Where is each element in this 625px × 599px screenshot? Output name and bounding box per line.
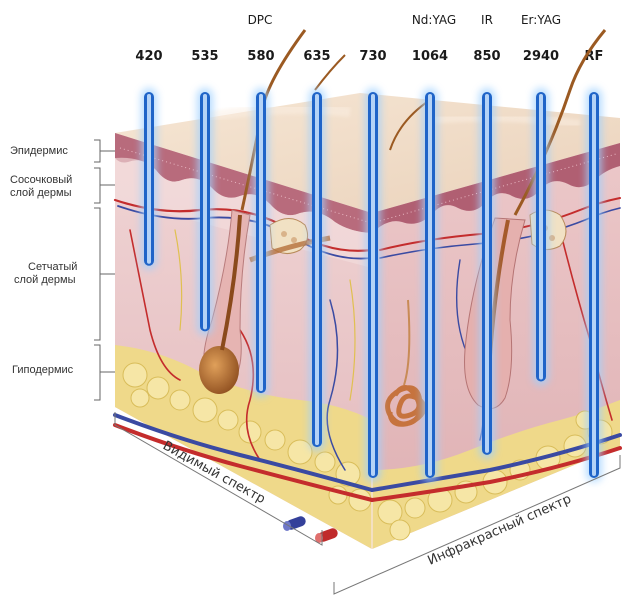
layer-labels: Эпидермис Сосочковый слой дермы Сетчатый… [10, 140, 115, 400]
laser-beam-850 [479, 88, 495, 459]
laser-beam-730 [365, 88, 381, 482]
header: DPC Nd:YAG IR Er:YAG 420 535 580 635 730… [135, 13, 603, 64]
label-epidermis: Эпидермис [10, 145, 68, 157]
label-hypodermis: Гиподермис [12, 364, 74, 376]
laser-beam-rf [586, 88, 602, 482]
label-dpc: DPC [248, 13, 273, 27]
laser-beam-420 [141, 88, 157, 270]
label-ir: IR [481, 13, 493, 27]
wavelength-850: 850 [473, 49, 500, 64]
label-ndyag: Nd:YAG [412, 13, 456, 27]
laser-beam-1064 [422, 88, 438, 482]
wavelength-420: 420 [135, 49, 162, 64]
label-reticular-2: слой дермы [14, 274, 76, 286]
layer-brackets [94, 140, 115, 400]
label-reticular-1: Сетчатый [28, 261, 77, 273]
laser-beam-535 [197, 88, 213, 335]
wavelength-635: 635 [303, 49, 330, 64]
laser-beam-635 [309, 88, 325, 451]
label-eryag: Er:YAG [521, 13, 561, 27]
laser-beam-2940 [533, 88, 549, 386]
laser-beam-580 [253, 88, 269, 397]
wavelength-580: 580 [247, 49, 274, 64]
wavelength-2940: 2940 [523, 49, 559, 64]
wavelength-1064: 1064 [412, 49, 448, 64]
label-papillary-2: слой дермы [10, 187, 72, 199]
label-papillary-1: Сосочковый [10, 174, 72, 186]
wavelength-535: 535 [191, 49, 218, 64]
wavelength-730: 730 [359, 49, 386, 64]
